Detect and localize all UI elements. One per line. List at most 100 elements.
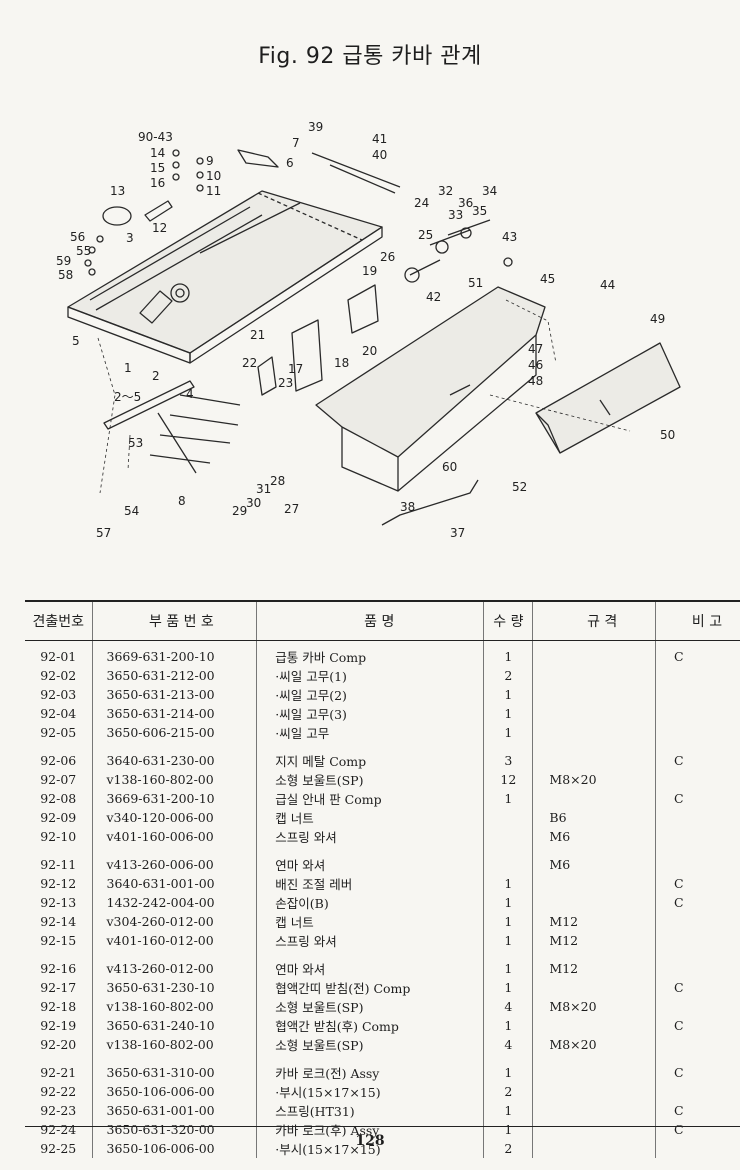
row-spec: [532, 640, 656, 666]
callout-label: 48: [528, 374, 543, 388]
row-spec: M12: [532, 950, 656, 978]
row-quantity: 1: [483, 640, 533, 666]
row-index: 92-04: [40, 706, 77, 721]
row-remarks: C: [655, 742, 740, 770]
callout-label: 11: [206, 184, 221, 198]
row-spec: B6: [532, 808, 656, 827]
row-part-number: v138-160-802-00: [91, 1035, 257, 1054]
row-part-name: ·부시(15×17×15): [256, 1082, 484, 1101]
handle-knob: [102, 206, 132, 226]
callout-label: 34: [482, 184, 497, 198]
header-part-name: 품 명: [256, 600, 484, 641]
callout-label: 18: [334, 356, 349, 370]
callout-label: 41: [372, 132, 387, 146]
row-part-name: 급실 안내 판 Comp: [256, 789, 484, 808]
row-spec: [532, 789, 656, 808]
row-index: 92-02: [40, 668, 77, 683]
row-part-name: 카바 로크(전) Assy: [256, 1054, 484, 1082]
row-index: 92-14: [40, 914, 77, 929]
callout-label: 60: [442, 460, 457, 474]
row-quantity: 1: [483, 789, 533, 808]
row-part-number: v413-260-012-00: [91, 950, 257, 978]
row-spec: [532, 1054, 656, 1082]
row-part-number: 3650-631-212-00: [91, 666, 257, 685]
row-index: 92-10: [40, 829, 77, 844]
row-part-name: 스프링 와셔: [256, 827, 484, 846]
row-remarks: C: [655, 1101, 740, 1120]
callout-label: 49: [650, 312, 665, 326]
row-index: 92-24: [40, 1122, 77, 1137]
row-quantity: 1: [483, 1054, 533, 1082]
row-remarks: [655, 808, 740, 827]
row-spec: M12: [532, 931, 656, 950]
row-quantity: 2: [483, 1082, 533, 1101]
row-quantity: 12: [483, 770, 533, 789]
rod-assembly: [311, 152, 401, 194]
inner-cover: [315, 286, 546, 492]
callout-label: 8: [178, 494, 186, 508]
row-remarks: C: [655, 874, 740, 893]
row-part-number: v401-160-006-00: [91, 827, 257, 846]
row-part-number: 3650-631-240-10: [91, 1016, 257, 1035]
row-remarks: [655, 997, 740, 1016]
callout-label: 19: [362, 264, 377, 278]
row-spec: M8×20: [532, 997, 656, 1016]
callout-label: 21: [250, 328, 265, 342]
row-part-number: v401-160-012-00: [91, 931, 257, 950]
row-quantity: [483, 808, 533, 827]
callout-label: 22: [242, 356, 257, 370]
row-quantity: 1: [483, 1101, 533, 1120]
table-header-row: 견출번호 부 품 번 호 품 명 수 량 규 격 비 고: [25, 600, 740, 641]
row-part-name: 협액간띠 받침(전) Comp: [256, 978, 484, 997]
header-index: 견출번호: [25, 600, 92, 641]
row-spec: [532, 874, 656, 893]
callout-label: 50: [660, 428, 675, 442]
row-spec: [532, 893, 656, 912]
row-spec: [532, 978, 656, 997]
callout-label: 36: [458, 196, 473, 210]
callout-label: 16: [150, 176, 165, 190]
row-remarks: [655, 827, 740, 846]
row-spec: [532, 1016, 656, 1035]
row-remarks: C: [655, 1016, 740, 1035]
row-index: 92-03: [40, 687, 77, 702]
row-index: 92-13: [40, 895, 77, 910]
row-quantity: 1: [483, 874, 533, 893]
callout-label: 6: [286, 156, 294, 170]
row-part-number: 3650-606-215-00: [91, 723, 257, 742]
row-remarks: [655, 1139, 740, 1158]
row-quantity: 2: [483, 1139, 533, 1158]
row-spec: [532, 666, 656, 685]
row-spec: [532, 685, 656, 704]
row-index: 92-07: [40, 772, 77, 787]
row-quantity: 2: [483, 666, 533, 685]
row-part-number: 3650-106-006-00: [91, 1139, 257, 1158]
callout-label: 40: [372, 148, 387, 162]
row-quantity: [483, 827, 533, 846]
row-part-number: 3669-631-200-10: [91, 640, 257, 666]
callout-label: 38: [400, 500, 415, 514]
row-remarks: C: [655, 1120, 740, 1139]
row-part-number: v413-260-006-00: [91, 846, 257, 874]
row-part-number: v340-120-006-00: [91, 808, 257, 827]
callout-label: 20: [362, 344, 377, 358]
page-title: Fig. 92 급통 카바 관계: [258, 44, 482, 69]
row-index: 92-06: [40, 753, 77, 768]
row-index: 92-05: [40, 725, 77, 740]
callout-label: 27: [284, 502, 299, 516]
row-remarks: [655, 912, 740, 931]
row-remarks: [655, 666, 740, 685]
page-number: 128: [355, 1133, 385, 1149]
